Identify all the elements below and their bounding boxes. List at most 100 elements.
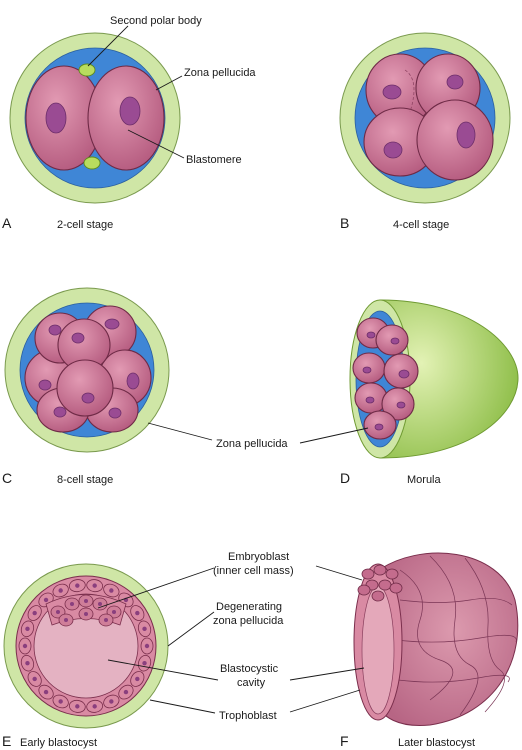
- caption-2-cell-stage: 2-cell stage: [57, 219, 113, 231]
- trophoblast-nucleus: [43, 689, 49, 695]
- leader-cavity-e: [107, 659, 219, 681]
- trophoblast-nucleus: [142, 626, 147, 632]
- trophoblast-nucleus: [32, 610, 37, 616]
- cell-boundary-b: [404, 69, 415, 113]
- panel-letter-c: C: [2, 470, 12, 486]
- trophoblast-nucleus: [58, 588, 63, 593]
- nucleus-c-1: [38, 379, 52, 391]
- inner-cell-mass-nucleus: [84, 612, 88, 616]
- trophoblast-nucleus: [32, 676, 37, 682]
- panel-letter-b: B: [340, 215, 349, 231]
- inner-cell-mass-nucleus: [104, 618, 108, 622]
- nucleus-b-1: [382, 84, 402, 100]
- trophoblast-nucleus: [75, 583, 80, 588]
- leader-second-polar-body: [87, 25, 129, 67]
- panel-letter-a: A: [2, 215, 12, 231]
- nucleus-c-4: [126, 372, 140, 390]
- nucleus-c-3: [104, 318, 120, 330]
- later-blastocyst-outer: [375, 552, 519, 727]
- label-cavity-line2: cavity: [237, 677, 266, 689]
- blastomere-c-8: [56, 359, 114, 417]
- nucleus-b-3: [383, 141, 403, 159]
- trophoblast-nucleus: [22, 643, 28, 649]
- nucleus-right: [119, 96, 141, 126]
- morula-nucleus-3: [362, 366, 372, 374]
- leader-zona-pellucida-top: [155, 75, 183, 91]
- nucleus-c-7: [71, 332, 85, 344]
- leader-blastomere: [127, 129, 185, 159]
- leader-embryoblast-f: [315, 565, 363, 581]
- label-degenerating-line2: zona pellucida: [213, 615, 284, 627]
- polar-body-top: [78, 63, 96, 77]
- nucleus-c-5: [108, 407, 122, 419]
- caption-morula: Morula: [407, 474, 442, 486]
- embryoblast-cell: [389, 582, 403, 594]
- panel-b-4-cell-stage: B 4-cell stage: [339, 32, 511, 231]
- nucleus-b-4: [456, 121, 476, 149]
- embryoblast-cell: [357, 584, 371, 596]
- embryoblast-cell: [378, 579, 392, 591]
- inner-cell-mass-cells-e: [50, 594, 122, 627]
- label-zona-pellucida-top: Zona pellucida: [184, 67, 256, 79]
- inner-cell-mass-nucleus: [112, 610, 116, 614]
- embryoblast-cell: [361, 568, 375, 580]
- panel-c-8-cell-stage: C 8-cell stage: [2, 287, 213, 486]
- nucleus-c-2: [48, 324, 62, 336]
- embryoblast-cell: [385, 568, 399, 580]
- panel-letter-f: F: [340, 733, 349, 749]
- trophoblast-cell-boundary: [399, 598, 513, 606]
- label-blastomere: Blastomere: [186, 154, 242, 166]
- inner-cell-mass-nucleus: [84, 599, 88, 603]
- morula-nucleus-5: [365, 396, 375, 404]
- panel-a-2-cell-stage: Second polar body Zona pellucida Blastom…: [2, 15, 256, 231]
- leader-trophoblast-f: [289, 689, 361, 713]
- morula-nucleus-4: [398, 369, 410, 379]
- panel-letter-e: E: [2, 733, 11, 749]
- label-embryoblast-line1: Embryoblast: [228, 551, 289, 563]
- trophoblast-nucleus: [109, 699, 114, 704]
- embryoblast-cells-f: [357, 564, 403, 602]
- nucleus-c-6: [53, 406, 67, 418]
- morula-nucleus-1: [366, 331, 376, 339]
- trophoblast-nucleus: [58, 699, 63, 704]
- panel-f-later-blastocyst: F Later blastocyst: [289, 552, 519, 749]
- label-second-polar-body: Second polar body: [110, 15, 202, 27]
- trophoblast-nucleus: [75, 704, 80, 709]
- trophoblast-cell-boundary: [399, 569, 454, 701]
- trophoblast-nucleus: [25, 660, 30, 666]
- panel-d-morula: D Morula: [299, 299, 519, 486]
- leader-cavity-f: [289, 667, 365, 681]
- panel-letter-d: D: [340, 470, 350, 486]
- morula-nucleus-2: [390, 337, 400, 345]
- trophoblast-nucleus: [135, 610, 140, 616]
- polar-body-bottom: [83, 156, 101, 170]
- trophoblast-nucleus: [92, 704, 97, 709]
- embryoblast-cell: [373, 564, 387, 576]
- trophoblast-nucleus: [92, 583, 97, 588]
- inner-cell-mass-nucleus: [64, 618, 68, 622]
- trophoblast-nucleus: [43, 597, 49, 603]
- leader-embryoblast-e: [97, 567, 215, 609]
- label-trophoblast: Trophoblast: [219, 710, 277, 722]
- leader-zona-pellucida-c: [147, 422, 213, 441]
- caption-8-cell-stage: 8-cell stage: [57, 474, 113, 486]
- leader-zona-pellucida-d: [299, 427, 369, 444]
- blastomere-b-4: [416, 99, 494, 181]
- trophoblast-nucleus: [25, 626, 30, 632]
- trophoblast-nucleus: [123, 689, 129, 695]
- leader-trophoblast-e: [149, 699, 216, 714]
- trophoblast-cell-boundary: [397, 674, 510, 683]
- trophoblast-cell-boundary: [429, 555, 479, 716]
- label-cavity-line1: Blastocystic: [220, 663, 279, 675]
- label-degenerating-line1: Degenerating: [216, 601, 282, 613]
- nucleus-b-2: [446, 74, 464, 90]
- caption-early-blastocyst: Early blastocyst: [20, 737, 97, 749]
- inner-cell-mass-nucleus: [70, 602, 74, 606]
- inner-cell-mass-nucleus: [56, 610, 60, 614]
- caption-4-cell-stage: 4-cell stage: [393, 219, 449, 231]
- morula-nucleus-6: [396, 401, 406, 409]
- label-embryoblast-line2: (inner cell mass): [213, 565, 294, 577]
- panel-e-early-blastocyst: E Early blastocyst: [2, 563, 219, 749]
- morula-nucleus-7: [374, 423, 384, 431]
